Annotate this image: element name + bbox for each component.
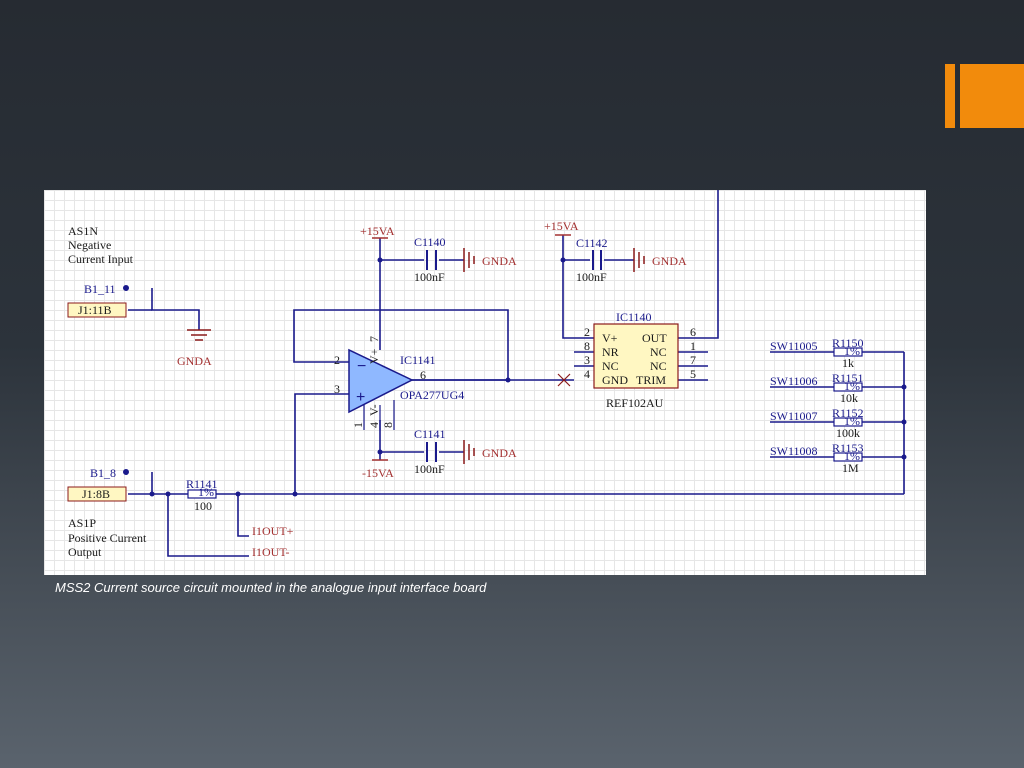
opamp-minus-sign: −: [357, 358, 366, 375]
r1153-value: 1M: [842, 461, 859, 475]
plus15va-1: +15VA: [360, 224, 395, 238]
ref-pinnum-5: 5: [690, 367, 696, 381]
port-j1-11b: [67, 302, 127, 318]
figure-caption: MSS2 Current source circuit mounted in t…: [55, 580, 487, 595]
net-i1out-plus: I1OUT+: [252, 524, 294, 538]
ref-pin-nc2: NC: [602, 359, 619, 373]
ref-pinnum-1: 1: [690, 339, 696, 353]
ref-pinnum-7: 7: [690, 353, 696, 367]
accent-block: [960, 64, 1024, 128]
opamp-vplus: V+: [367, 348, 381, 364]
as1p-desc1: Positive Current: [68, 531, 147, 545]
gnda-c1141: GNDA: [482, 446, 517, 460]
opamp-pin-3: 3: [334, 382, 340, 396]
r1151-ref: R1151: [832, 371, 864, 385]
terminal-b1-8: [123, 469, 129, 475]
as1n-desc2: Current Input: [68, 252, 134, 266]
r1152-ref: R1152: [832, 406, 864, 420]
ref-pin-nc3: NC: [650, 359, 667, 373]
opamp-vminus: V-: [367, 404, 381, 416]
as1p-desc2: Output: [68, 545, 102, 559]
resistors: [187, 347, 863, 499]
ref-pin-vplus: V+: [602, 331, 618, 345]
gnda-left-label: GNDA: [177, 354, 212, 368]
ref-pinnum-6: 6: [690, 325, 696, 339]
opa277ug4: OPA277UG4: [400, 388, 464, 402]
c1140-value: 100nF: [414, 270, 445, 284]
ref-pin-nc1: NC: [650, 345, 667, 359]
r1150-ref: R1150: [832, 336, 864, 350]
opamp-ic1141: [348, 348, 414, 414]
ref-pin-trim: TRIM: [636, 373, 666, 387]
net-b1-8: B1_8: [90, 466, 116, 480]
opamp-pin-7: 7: [367, 336, 381, 342]
ref-pin-gnd: GND: [602, 373, 628, 387]
power-symbols: [372, 234, 571, 461]
gnda-symbols: [463, 248, 645, 464]
gnda-symbol-left: [187, 329, 211, 341]
gnda-c1140: GNDA: [482, 254, 517, 268]
ref-pinnum-2: 2: [584, 325, 590, 339]
ic1140-ref102au: [593, 323, 679, 389]
c1142-ref: C1142: [576, 236, 608, 250]
port-j1-11b-label: J1:11B: [78, 303, 112, 317]
c1141-ref: C1141: [414, 427, 446, 441]
ref-pin-out: OUT: [642, 331, 667, 345]
r1153-ref: R1153: [832, 441, 864, 455]
minus15va: -15VA: [362, 466, 394, 480]
r1141-ref: R1141: [186, 477, 218, 491]
r1141-value: 100: [194, 499, 212, 513]
plus15va-2: +15VA: [544, 219, 579, 233]
schematic-diagram: − + AS1N Negative Current Input B1_11 J1…: [44, 190, 926, 575]
accent-bar: [945, 64, 955, 128]
opamp-pin-8: 8: [381, 422, 395, 428]
r1153-tol: 1%: [844, 449, 860, 463]
as1p-title: AS1P: [68, 516, 96, 530]
ref-pinnum-8: 8: [584, 339, 590, 353]
net-sw11008: SW11008: [770, 444, 818, 458]
opamp-pin-2: 2: [334, 353, 340, 367]
as1n-title: AS1N: [68, 224, 98, 238]
net-sw11005: SW11005: [770, 339, 818, 353]
c1140-ref: C1140: [414, 235, 446, 249]
c1142-value: 100nF: [576, 270, 607, 284]
r1150-tol: 1%: [844, 344, 860, 358]
ref-pinnum-4: 4: [584, 367, 590, 381]
ref-pin-nr: NR: [602, 345, 619, 359]
net-b1-11: B1_11: [84, 282, 116, 296]
schematic-svg: − + AS1N Negative Current Input B1_11 J1…: [67, 190, 907, 559]
ic1141-ref: IC1141: [400, 353, 436, 367]
ref-pinnum-3: 3: [584, 353, 590, 367]
gnda-c1142: GNDA: [652, 254, 687, 268]
r1151-tol: 1%: [844, 379, 860, 393]
port-j1-8b: [67, 486, 127, 502]
c1141-value: 100nF: [414, 462, 445, 476]
r1151-value: 10k: [840, 391, 858, 405]
capacitors: [426, 250, 602, 462]
opamp-pins: [363, 400, 395, 430]
ref102au-label: REF102AU: [606, 396, 664, 410]
opamp-plus-sign: +: [356, 389, 365, 406]
opamp-pin-1: 1: [351, 422, 365, 428]
ic1140-ref: IC1140: [616, 310, 652, 324]
r1152-tol: 1%: [844, 414, 860, 428]
r1141-tol: 1%: [198, 485, 214, 499]
net-i1out-minus: I1OUT-: [252, 545, 290, 559]
opamp-pin-4: 4: [367, 422, 381, 428]
terminal-b1-11: [123, 285, 129, 291]
opamp-pin-6: 6: [420, 368, 426, 382]
port-j1-8b-label: J1:8B: [82, 487, 110, 501]
r1150-value: 1k: [842, 356, 854, 370]
net-sw11006: SW11006: [770, 374, 818, 388]
wires: [128, 190, 905, 557]
net-sw11007: SW11007: [770, 409, 818, 423]
r1152-value: 100k: [836, 426, 860, 440]
ref-unconnected-x: [557, 373, 571, 387]
junctions: [149, 257, 907, 497]
as1n-desc1: Negative: [68, 238, 111, 252]
